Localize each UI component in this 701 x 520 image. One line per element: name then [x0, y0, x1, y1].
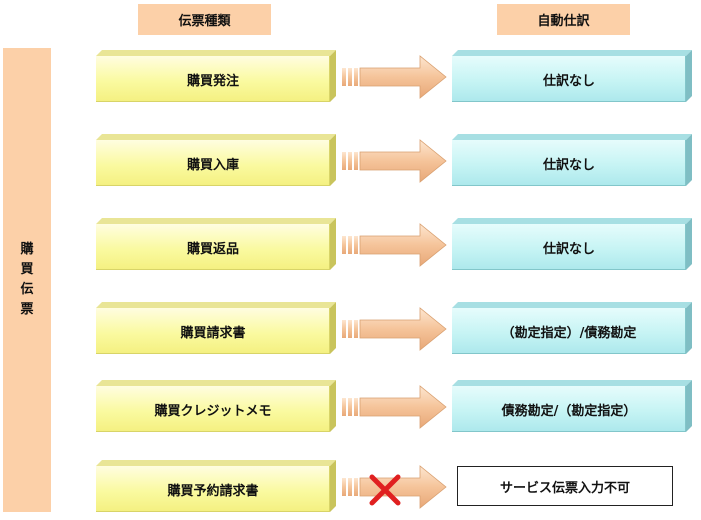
voucher-type-box: 購買返品	[96, 218, 336, 270]
arrow-body	[359, 139, 447, 183]
arrow-tail-stripe	[342, 68, 346, 86]
box-side-face	[330, 460, 336, 512]
voucher-type-box: 購買予約請求書	[96, 460, 336, 512]
box-top-face	[452, 302, 692, 308]
header-auto-journal: 自動仕訳	[497, 4, 630, 35]
voucher-type-label: 購買クレジットメモ	[96, 386, 330, 432]
journal-result-label: 仕訳なし	[452, 140, 686, 186]
arrow-tail-stripe	[354, 152, 358, 170]
box-top-face	[96, 218, 336, 224]
flow-arrow-icon	[342, 307, 447, 351]
box-top-face	[96, 460, 336, 466]
voucher-type-label: 購買発注	[96, 56, 330, 102]
arrow-tail-stripe	[354, 398, 358, 416]
box-top-face	[96, 134, 336, 140]
arrow-tail-stripe	[354, 68, 358, 86]
voucher-row: 購買入庫 仕訳なし	[0, 134, 701, 186]
voucher-row: 購買請求書 （勘定指定）/債務勘定	[0, 302, 701, 354]
arrow-tail-stripe	[342, 478, 346, 496]
side-label-char: 買	[20, 262, 34, 277]
side-label-char: 票	[20, 302, 34, 317]
flow-arrow-icon	[342, 465, 447, 509]
voucher-type-label: 購買請求書	[96, 308, 330, 354]
journal-result-box: 仕訳なし	[452, 50, 692, 102]
cross-stroke	[369, 474, 401, 506]
arrow-tail-stripe	[342, 398, 346, 416]
box-side-face	[686, 380, 692, 432]
box-top-face	[452, 134, 692, 140]
journal-result-box: 仕訳なし	[452, 134, 692, 186]
arrow-tail-stripe	[342, 236, 346, 254]
flow-arrow-icon	[342, 139, 447, 183]
arrow-tail-stripe	[348, 478, 352, 496]
flow-arrow-icon	[342, 385, 447, 429]
arrow-body	[359, 465, 447, 509]
journal-result-box: （勘定指定）/債務勘定	[452, 302, 692, 354]
voucher-type-label: 購買返品	[96, 224, 330, 270]
journal-result-box: 仕訳なし	[452, 218, 692, 270]
arrow-body	[359, 307, 447, 351]
box-side-face	[330, 134, 336, 186]
box-side-face	[686, 50, 692, 102]
side-label-char: 伝	[20, 282, 34, 297]
arrow-tail-stripe	[354, 320, 358, 338]
box-side-face	[330, 380, 336, 432]
box-side-face	[686, 302, 692, 354]
voucher-row: 購買発注 仕訳なし	[0, 50, 701, 102]
box-side-face	[330, 50, 336, 102]
arrow-tail-stripe	[348, 68, 352, 86]
box-side-face	[686, 134, 692, 186]
blocked-cross-icon	[369, 474, 401, 506]
box-top-face	[452, 380, 692, 386]
box-top-face	[452, 218, 692, 224]
arrow-tail-stripe	[354, 478, 358, 496]
side-label-text: 購買伝票	[20, 240, 33, 320]
arrow-tail-stripe	[348, 152, 352, 170]
arrow-tail-stripe	[354, 236, 358, 254]
arrow-body	[359, 223, 447, 267]
box-side-face	[686, 218, 692, 270]
journal-result-box: 債務勘定/（勘定指定）	[452, 380, 692, 432]
header-voucher-type: 伝票種類	[138, 4, 271, 35]
flow-arrow-icon	[342, 55, 447, 99]
voucher-row: 購買予約請求書 サービス伝票入力不可	[0, 460, 701, 512]
box-top-face	[96, 380, 336, 386]
flow-arrow-icon	[342, 223, 447, 267]
journal-result-label: 債務勘定/（勘定指定）	[452, 386, 686, 432]
voucher-type-box: 購買入庫	[96, 134, 336, 186]
arrow-tail-stripe	[348, 236, 352, 254]
journal-result-label: 仕訳なし	[452, 56, 686, 102]
voucher-type-box: 購買請求書	[96, 302, 336, 354]
voucher-type-label: 購買入庫	[96, 140, 330, 186]
box-top-face	[96, 302, 336, 308]
voucher-row: 購買クレジットメモ 債務勘定/（勘定指定）	[0, 380, 701, 432]
journal-result-label: （勘定指定）/債務勘定	[452, 308, 686, 354]
voucher-type-box: 購買クレジットメモ	[96, 380, 336, 432]
box-side-face	[330, 218, 336, 270]
arrow-tail-stripe	[342, 152, 346, 170]
arrow-tail-stripe	[342, 320, 346, 338]
side-label-char: 購	[20, 242, 34, 257]
voucher-type-box: 購買発注	[96, 50, 336, 102]
box-top-face	[452, 50, 692, 56]
side-label-purchase-voucher: 購買伝票	[3, 48, 51, 512]
arrow-body	[359, 385, 447, 429]
box-side-face	[330, 302, 336, 354]
box-top-face	[96, 50, 336, 56]
journal-result-label: 仕訳なし	[452, 224, 686, 270]
arrow-body	[359, 55, 447, 99]
arrow-tail-stripe	[348, 398, 352, 416]
arrow-tail-stripe	[348, 320, 352, 338]
journal-result-label: サービス伝票入力不可	[457, 466, 673, 506]
voucher-row: 購買返品 仕訳なし	[0, 218, 701, 270]
voucher-type-label: 購買予約請求書	[96, 466, 330, 512]
